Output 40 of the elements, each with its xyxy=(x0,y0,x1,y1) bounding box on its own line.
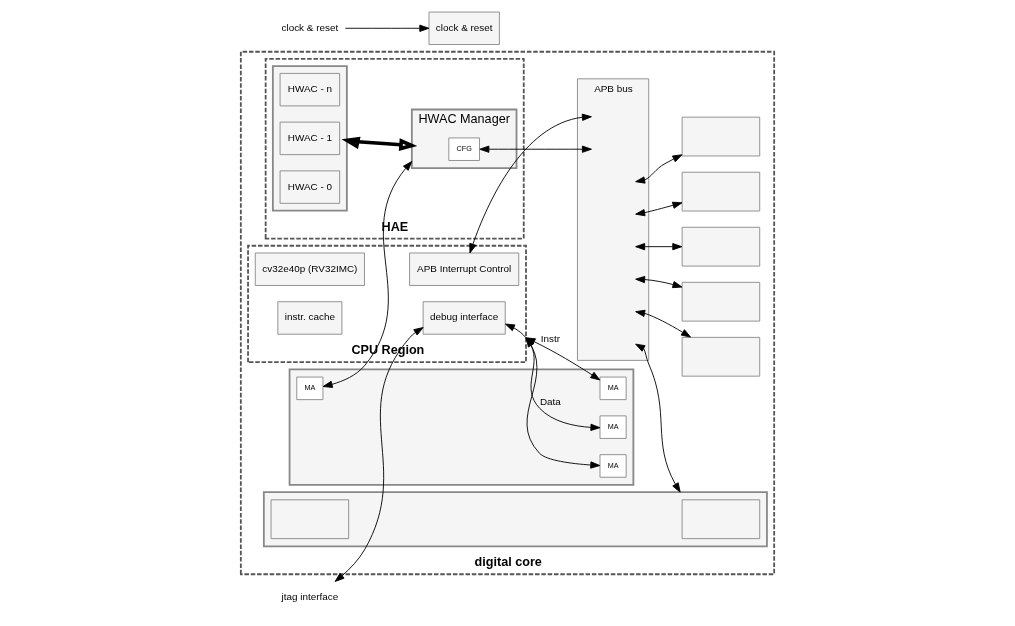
node-box xyxy=(681,171,761,212)
cluster xyxy=(271,65,348,212)
node-box: APB bus xyxy=(577,78,650,361)
arrow xyxy=(635,275,683,289)
arrow xyxy=(635,201,683,217)
node-box: MA xyxy=(296,376,324,401)
cluster xyxy=(262,491,768,548)
edge-label: Data xyxy=(539,396,561,408)
arrow xyxy=(344,24,430,32)
node-box: MA xyxy=(599,454,627,478)
node-box xyxy=(681,281,761,322)
arrow xyxy=(635,343,681,493)
node-box: MA xyxy=(599,415,627,439)
node-box xyxy=(270,499,350,540)
arrow xyxy=(334,327,424,582)
node-box: debug interface xyxy=(422,301,506,335)
node-box: HWAC - n xyxy=(279,72,341,107)
arrow xyxy=(635,309,691,338)
node-text: jtag interface xyxy=(281,591,339,603)
node-box: clock & reset xyxy=(428,11,500,45)
node-box xyxy=(681,499,761,540)
arrow xyxy=(635,243,683,251)
node-box xyxy=(681,116,761,157)
node-box xyxy=(681,336,761,377)
arrow xyxy=(341,136,418,151)
arrow xyxy=(479,145,592,153)
edge-label: Instr xyxy=(540,333,561,345)
node-box xyxy=(681,226,761,267)
arrow xyxy=(635,154,683,184)
node-box: instr. cache xyxy=(277,301,343,335)
node-box: HWAC - 1 xyxy=(279,121,341,156)
arrow xyxy=(322,161,413,388)
node-box: HWAC - 0 xyxy=(279,170,341,204)
node-box: CFG xyxy=(448,137,480,161)
arrow xyxy=(505,323,601,469)
node-box: MA xyxy=(599,376,627,401)
arrow xyxy=(469,113,592,254)
node-box: APB Interrupt Control xyxy=(409,252,520,286)
node-text: clock & reset xyxy=(281,21,339,33)
node-box: cv32e40p (RV32IMC) xyxy=(254,252,365,286)
